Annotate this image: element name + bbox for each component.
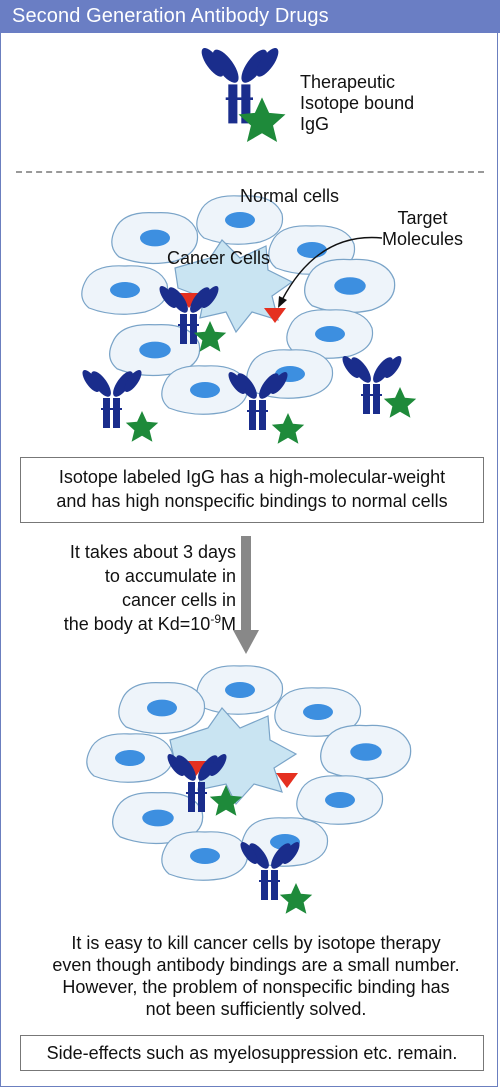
accumulation-arrow-head: [233, 630, 259, 654]
conclusion-text: It is easy to kill cancer cells by isoto…: [52, 933, 460, 1019]
isotope-star-icon: [271, 413, 305, 444]
normal-cells-label: Normal cells: [240, 186, 340, 206]
legend-antibody-icon: [197, 44, 283, 124]
accumulation-time-body: It takes about 3 days to accumulate in c…: [63, 542, 236, 634]
nonspecific-binding-text: Isotope labeled IgG has a high-molecular…: [56, 467, 448, 511]
accumulation-time-text: It takes about 3 days to accumulate in c…: [64, 540, 236, 636]
nonspecific-binding-box: [20, 457, 484, 523]
target-pointer-arrow: [281, 236, 383, 301]
target-pointer-arrowhead: [278, 296, 287, 308]
isotope-star-icon: [279, 883, 313, 914]
target-molecules-label: Target Molecules: [382, 208, 464, 249]
header-bar: Second Generation Antibody Drugs: [0, 0, 500, 33]
legend-label: Therapeutic Isotope bound IgG: [300, 72, 415, 134]
section-divider: [16, 171, 484, 173]
kd-exponent: -9: [210, 612, 221, 626]
side-effects-text: Side-effects such as myelosuppression et…: [46, 1043, 458, 1063]
kd-unit: M: [221, 614, 236, 634]
header-title: Second Generation Antibody Drugs: [12, 5, 329, 27]
cancer-cells-label: Cancer Cells: [167, 248, 271, 268]
isotope-star-icon: [125, 411, 159, 442]
antibody-free-icon: [79, 367, 145, 428]
accumulation-arrow-shaft: [241, 536, 251, 636]
side-effects-box: [20, 1035, 484, 1071]
isotope-star-icon: [383, 387, 417, 418]
